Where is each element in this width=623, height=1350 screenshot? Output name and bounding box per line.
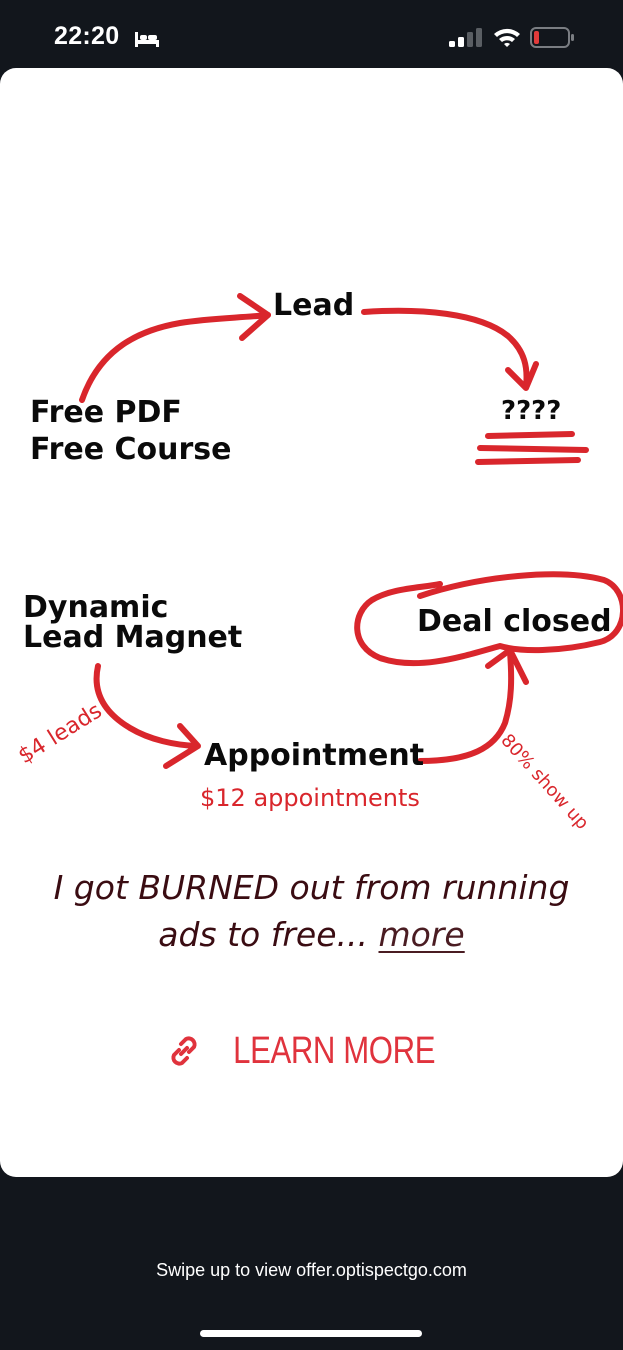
- note-appointments-cost: $12 appointments: [200, 784, 420, 812]
- label-appointment: Appointment: [204, 738, 425, 773]
- home-indicator[interactable]: [200, 1330, 422, 1337]
- label-free-course: Free Course: [30, 432, 232, 467]
- arrow-to-appointment: [93, 663, 199, 749]
- arrow-to-deal: [417, 649, 515, 764]
- link-icon: [171, 1036, 197, 1066]
- flow-diagram: [79, 293, 623, 769]
- wifi-icon: [494, 28, 520, 47]
- learn-more-label: LEARN MORE: [233, 1029, 436, 1072]
- caption-more-link[interactable]: more: [378, 915, 465, 954]
- status-time: 22:20: [54, 22, 120, 50]
- arrow-to-unknown: [361, 307, 530, 389]
- story-card[interactable]: Lead Free PDF Free Course ???? Dynamic L…: [0, 68, 623, 1177]
- label-free-pdf: Free PDF: [30, 395, 182, 430]
- arrow-to-lead: [79, 312, 271, 403]
- label-lead: Lead: [273, 288, 355, 323]
- learn-more-button[interactable]: LEARN MORE: [0, 1026, 623, 1076]
- label-deal-closed: Deal closed: [417, 604, 612, 639]
- arrowhead-deal: [485, 647, 529, 685]
- caption-text: I got BURNED out from running ads to fre…: [53, 868, 570, 954]
- arrowhead-unknown: [505, 361, 539, 391]
- arrowhead-appointment: [163, 723, 201, 769]
- signal-icon: [449, 28, 482, 47]
- arrowhead-lead: [237, 293, 271, 341]
- label-unknown: ????: [501, 396, 562, 426]
- battery-low-icon: [530, 27, 574, 48]
- label-dynamic: Dynamic: [23, 590, 169, 625]
- deal-circle: [354, 571, 623, 667]
- story-caption: I got BURNED out from running ads to fre…: [40, 864, 583, 958]
- label-lead-magnet: Lead Magnet: [23, 620, 243, 655]
- status-bar: 22:20: [0, 0, 623, 68]
- bed-icon: [135, 32, 159, 47]
- unknown-underline: [475, 431, 589, 465]
- swipe-up-text[interactable]: Swipe up to view offer.optispectgo.com: [156, 1260, 467, 1280]
